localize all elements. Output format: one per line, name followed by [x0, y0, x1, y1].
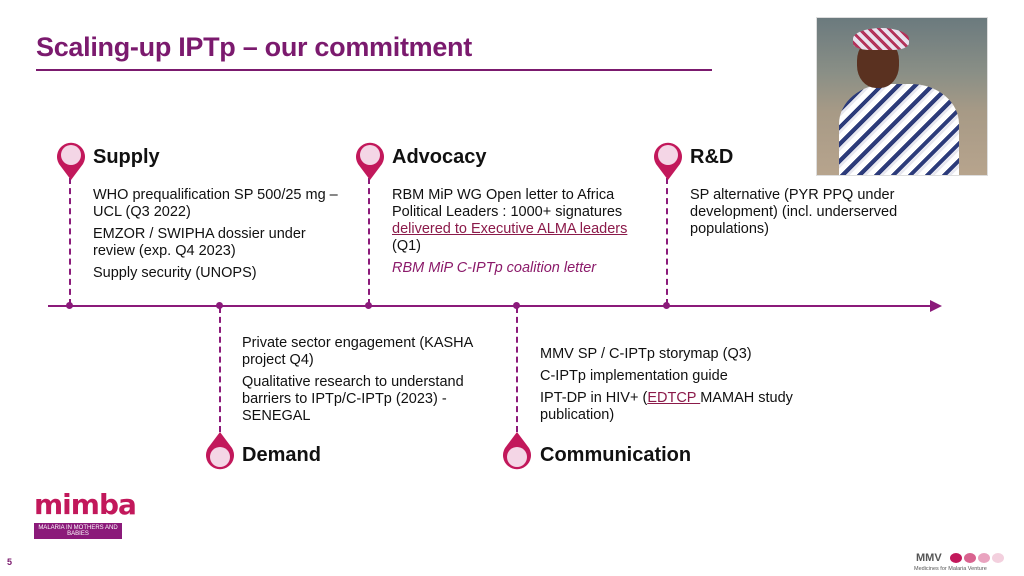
demand-heading: Demand: [242, 444, 321, 466]
map-pin-advocacy-icon: [356, 142, 384, 180]
edtcp-link[interactable]: EDTCP: [647, 390, 701, 406]
rnd-item: SP alternative (PYR PPQ under developmen…: [690, 187, 898, 237]
advocacy-item-suffix: (Q1): [392, 238, 421, 254]
demand-item: Qualitative research to understand barri…: [242, 374, 464, 424]
timeline-dot-rnd: [663, 302, 670, 309]
mmv-logo-circle-icon: [978, 553, 990, 563]
advocacy-item: RBM MiP WG Open letter to Africa Politic…: [392, 187, 632, 255]
mmv-logo: MMV Medicines for Malaria Venture: [914, 552, 1010, 574]
communication-item-text: IPT-DP in HIV+ (: [540, 390, 648, 406]
timeline-dot-demand: [216, 302, 223, 309]
rnd-heading: R&D: [690, 146, 734, 168]
connector-demand: [219, 307, 221, 432]
mmv-logo-circle-icon: [950, 553, 962, 563]
advocacy-item-coalition-letter: RBM MiP C-IPTp coalition letter: [392, 260, 597, 276]
timeline-axis: [48, 305, 934, 307]
mimba-logo-wordmark: mimba: [34, 488, 137, 521]
mmv-logo-tagline: Medicines for Malaria Venture: [914, 566, 987, 572]
advocacy-item-text: RBM MiP WG Open letter to Africa Politic…: [392, 187, 623, 220]
map-pin-rnd-icon: [654, 142, 682, 180]
advocacy-heading: Advocacy: [392, 146, 487, 168]
mimba-logo: mimba MALARIA IN MOTHERS AND BABIES: [34, 488, 137, 539]
alma-leaders-link[interactable]: delivered to Executive ALMA leaders: [392, 221, 628, 237]
timeline-dot-supply: [66, 302, 73, 309]
page-title: Scaling-up IPTp – our commitment: [36, 32, 472, 62]
supply-item: WHO prequalification SP 500/25 mg – UCL …: [93, 187, 338, 220]
timeline-arrow-icon: [930, 300, 942, 312]
mmv-logo-wordmark: MMV: [916, 552, 942, 564]
communication-items: MMV SP / C-IPTp storymap (Q3) C-IPTp imp…: [540, 346, 795, 429]
map-pin-demand-icon: [206, 432, 234, 470]
connector-advocacy: [368, 178, 370, 305]
photo-figure-scarf: [853, 28, 909, 50]
supply-item: EMZOR / SWIPHA dossier under review (exp…: [93, 226, 306, 259]
mmv-logo-circle-icon: [964, 553, 976, 563]
communication-item: MMV SP / C-IPTp storymap (Q3): [540, 346, 752, 362]
communication-item: IPT-DP in HIV+ (EDTCP MAMAH study public…: [540, 390, 795, 424]
demand-items: Private sector engagement (KASHA project…: [242, 335, 492, 430]
rnd-items: SP alternative (PYR PPQ under developmen…: [690, 187, 930, 243]
communication-heading: Communication: [540, 444, 692, 466]
communication-item-suffix: MAMAH study publication): [540, 390, 793, 423]
page-number: 5: [7, 557, 13, 567]
timeline-dot-communication: [513, 302, 520, 309]
title-underline: [36, 69, 712, 71]
mimba-logo-tagline: MALARIA IN MOTHERS AND BABIES: [34, 523, 122, 539]
demand-item: Private sector engagement (KASHA project…: [242, 335, 473, 368]
communication-item: C-IPTp implementation guide: [540, 368, 728, 384]
supply-heading: Supply: [93, 146, 160, 168]
map-pin-supply-icon: [57, 142, 85, 180]
mmv-logo-circle-icon: [992, 553, 1004, 563]
supply-items: WHO prequalification SP 500/25 mg – UCL …: [93, 187, 338, 287]
connector-supply: [69, 178, 71, 305]
photo-pregnant-woman: [816, 17, 988, 176]
map-pin-communication-icon: [503, 432, 531, 470]
advocacy-items: RBM MiP WG Open letter to Africa Politic…: [392, 187, 632, 282]
photo-figure-dress: [839, 84, 959, 175]
connector-rnd: [666, 178, 668, 305]
timeline-dot-advocacy: [365, 302, 372, 309]
connector-communication: [516, 307, 518, 432]
supply-item: Supply security (UNOPS): [93, 265, 257, 281]
